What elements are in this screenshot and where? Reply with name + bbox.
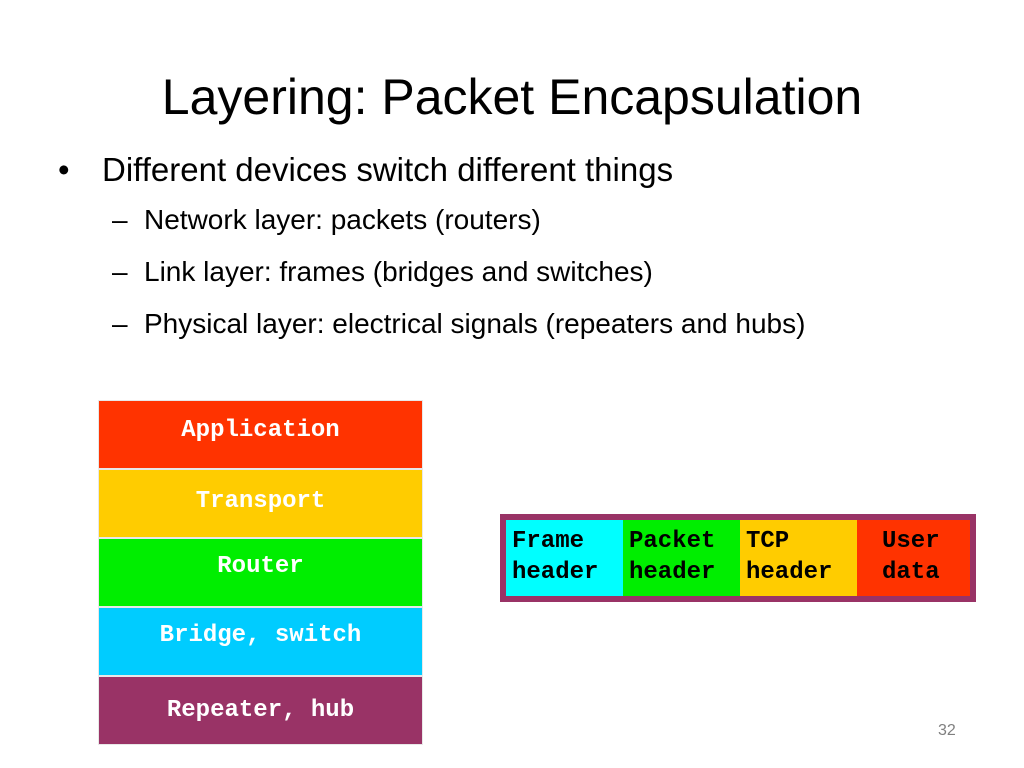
user-data-segment: User data [857, 520, 970, 596]
segment-line: TCP [746, 528, 790, 555]
packet-header-segment: Packet header [623, 520, 740, 596]
bullet-main-text: Different devices switch different thing… [102, 151, 674, 188]
sub-bullet-dash: – [112, 308, 128, 339]
packet-diagram: Frame header Packet header TCP header Us… [500, 514, 976, 602]
segment-line: header [746, 559, 833, 586]
sub-bullet-dash: – [112, 204, 128, 235]
layer-transport: Transport [98, 469, 423, 538]
sub-bullet-text: Network layer: packets (routers) [144, 204, 541, 235]
layer-repeater-hub: Repeater, hub [98, 676, 423, 745]
layer-stack: Application Transport Router Bridge, swi… [98, 400, 423, 745]
layer-router: Router [98, 538, 423, 607]
slide-title: Layering: Packet Encapsulation [161, 69, 863, 125]
sub-bullet-text: Physical layer: electrical signals (repe… [144, 308, 806, 339]
layer-application: Application [98, 400, 423, 469]
bullet-list: • Different devices switch different thi… [58, 146, 805, 350]
layer-bridge-switch: Bridge, switch [98, 607, 423, 676]
segment-line: Frame [512, 528, 585, 555]
sub-bullet-network: – Network layer: packets (routers) [58, 194, 805, 246]
sub-bullet-link: – Link layer: frames (bridges and switch… [58, 246, 805, 298]
segment-line: Packet [629, 528, 716, 555]
bullet-dot: • [58, 151, 70, 188]
segment-line: User [882, 528, 940, 555]
sub-bullet-dash: – [112, 256, 128, 287]
bullet-main: • Different devices switch different thi… [58, 146, 805, 194]
sub-bullet-text: Link layer: frames (bridges and switches… [144, 256, 653, 287]
segment-line: header [629, 559, 716, 586]
segment-line: data [882, 559, 940, 586]
tcp-header-segment: TCP header [740, 520, 857, 596]
sub-bullet-physical: – Physical layer: electrical signals (re… [58, 298, 805, 350]
page-number: 32 [938, 722, 956, 739]
segment-line: header [512, 559, 599, 586]
frame-header-segment: Frame header [506, 520, 623, 596]
